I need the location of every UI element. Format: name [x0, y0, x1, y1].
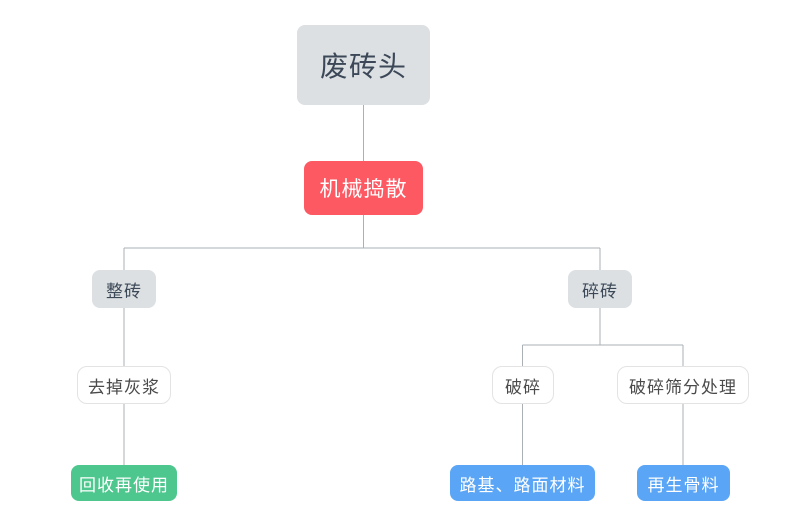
node-broken-brick[interactable]: 碎砖: [568, 270, 632, 308]
node-roadbed-pavement-material[interactable]: 路基、路面材料: [450, 465, 595, 501]
node-recycle-reuse[interactable]: 回收再使用: [71, 465, 177, 501]
node-crushing[interactable]: 破碎: [492, 366, 554, 404]
node-remove-mortar[interactable]: 去掉灰浆: [77, 366, 171, 404]
node-whole-brick[interactable]: 整砖: [92, 270, 156, 308]
node-recycled-aggregate[interactable]: 再生骨料: [637, 465, 730, 501]
node-mechanical-breakup[interactable]: 机械捣散: [304, 161, 423, 215]
node-waste-brick[interactable]: 废砖头: [297, 25, 430, 105]
node-crush-and-screen[interactable]: 破碎筛分处理: [617, 366, 749, 404]
